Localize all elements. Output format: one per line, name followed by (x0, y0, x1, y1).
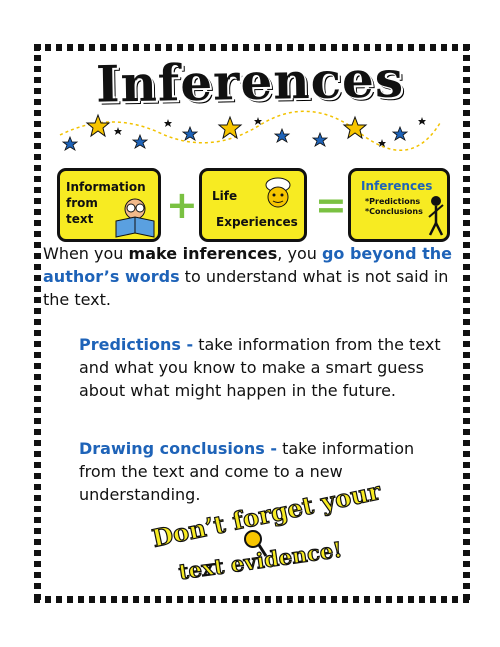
reading-book-icon (115, 198, 155, 238)
information-line-2: from (66, 196, 98, 210)
information-line-1: Information (66, 180, 146, 194)
dashed-border-left (34, 44, 41, 603)
equals-sign: = (315, 183, 347, 227)
conclusions-term: Drawing conclusions - (79, 439, 277, 458)
conclusions-paragraph: Drawing conclusions - take information f… (79, 437, 455, 506)
predictions-definition: take information from the text and what … (79, 335, 441, 400)
dashed-border-bottom (34, 596, 470, 603)
intro-paragraph: When you make inferences, you go beyond … (43, 244, 452, 309)
life-label: Life (212, 189, 238, 203)
life-experiences-box: Life Experiences (199, 168, 307, 242)
conclusions-definition: take information from the text and come … (79, 439, 415, 504)
plus-sign: + (166, 183, 198, 227)
make-inferences-text: make inferences (128, 244, 278, 263)
magnifying-glass-icon (244, 530, 268, 557)
inferences-result-box: Inferences *Predictions *Conclusions (348, 168, 450, 242)
predictions-item: *Predictions (365, 197, 421, 206)
information-line-3: text (66, 212, 94, 226)
conclusions-item: *Conclusions (365, 207, 423, 216)
dashed-border-right (463, 44, 470, 603)
information-from-text-box: Information from text (57, 168, 161, 242)
go-beyond-text: go beyond the author’s words (43, 244, 452, 286)
stars-decoration-icon (59, 110, 441, 152)
predictions-term: Predictions - (79, 335, 194, 354)
predictions-paragraph: Predictions - take information from the … (79, 333, 455, 402)
dashed-border-top (34, 44, 470, 51)
thinking-figure-icon (428, 196, 444, 236)
experiences-label: Experiences (216, 215, 298, 229)
inferences-box-title: Inferences (361, 179, 433, 193)
thinking-face-icon (265, 177, 291, 208)
